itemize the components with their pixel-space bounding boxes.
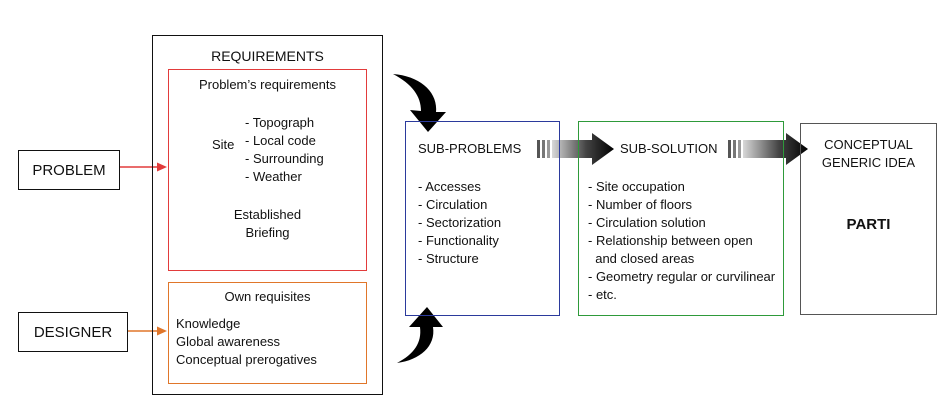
parti-label: PARTI — [846, 216, 891, 233]
site-item-weather: - Weather — [245, 169, 302, 184]
problems-requirements-box — [168, 69, 367, 271]
sub-solution-item-etc: - etc. — [588, 287, 617, 302]
sub-problems-item-circulation: - Circulation — [418, 197, 488, 212]
requirements-box — [152, 35, 383, 395]
own-requisites-box — [168, 282, 367, 384]
sub-problems-box — [405, 121, 560, 316]
curved-arrow-top — [393, 74, 446, 132]
sub-problems-title: SUB-PROBLEMS — [418, 141, 522, 156]
briefing-label: Briefing — [245, 225, 290, 240]
problems-requirements-title: Problem’s requirements — [198, 77, 337, 92]
curved-arrow-bottom — [397, 307, 443, 363]
gradient-arrow-2 — [728, 133, 808, 165]
designer-label: DESIGNER — [33, 323, 113, 341]
problem-arrow — [120, 162, 167, 172]
sub-solution-item-number-of-floors: - Number of floors — [588, 197, 693, 212]
sub-problems-item-structure: - Structure — [418, 251, 479, 266]
problem-label: PROBLEM — [32, 161, 106, 179]
sub-problems-item-functionality: - Functionality — [418, 233, 499, 248]
site-item-surrounding: - Surrounding — [245, 151, 324, 166]
site-label: Site — [212, 137, 235, 152]
site-item-topograph: - Topograph — [245, 115, 315, 130]
sub-solution-item-site-occupation: - Site occupation — [588, 179, 685, 194]
problem-box: PROBLEM — [18, 150, 120, 190]
sub-solution-item-relationship: - Relationship between open — [588, 233, 753, 248]
own-requisites-title: Own requisites — [224, 289, 311, 304]
designer-box: DESIGNER — [18, 312, 128, 352]
sub-solution-item-geometry: - Geometry regular or curvilinear — [588, 269, 776, 284]
sub-solution-item-circulation-solution: - Circulation solution — [588, 215, 706, 230]
sub-solution-box — [578, 121, 784, 316]
established-label: Established — [233, 207, 302, 222]
conceptual-title-line1: CONCEPTUAL — [824, 137, 913, 152]
own-item-conceptual-prerogatives: Conceptual prerogatives — [176, 352, 317, 367]
sub-problems-item-accesses: - Accesses — [418, 179, 481, 194]
own-item-knowledge: Knowledge — [176, 316, 241, 331]
conceptual-box — [800, 123, 937, 315]
requirements-title: REQUIREMENTS — [211, 48, 324, 64]
designer-arrow — [128, 326, 167, 336]
site-item-local-code: - Local code — [245, 133, 316, 148]
own-item-global-awareness: Global awareness — [176, 334, 281, 349]
conceptual-title-line2: GENERIC IDEA — [821, 155, 916, 170]
sub-solution-item-closed-areas: and closed areas — [588, 251, 695, 266]
sub-problems-item-sectorization: - Sectorization — [418, 215, 502, 230]
gradient-arrow-1 — [537, 133, 614, 165]
sub-solution-title: SUB-SOLUTION — [620, 141, 718, 156]
